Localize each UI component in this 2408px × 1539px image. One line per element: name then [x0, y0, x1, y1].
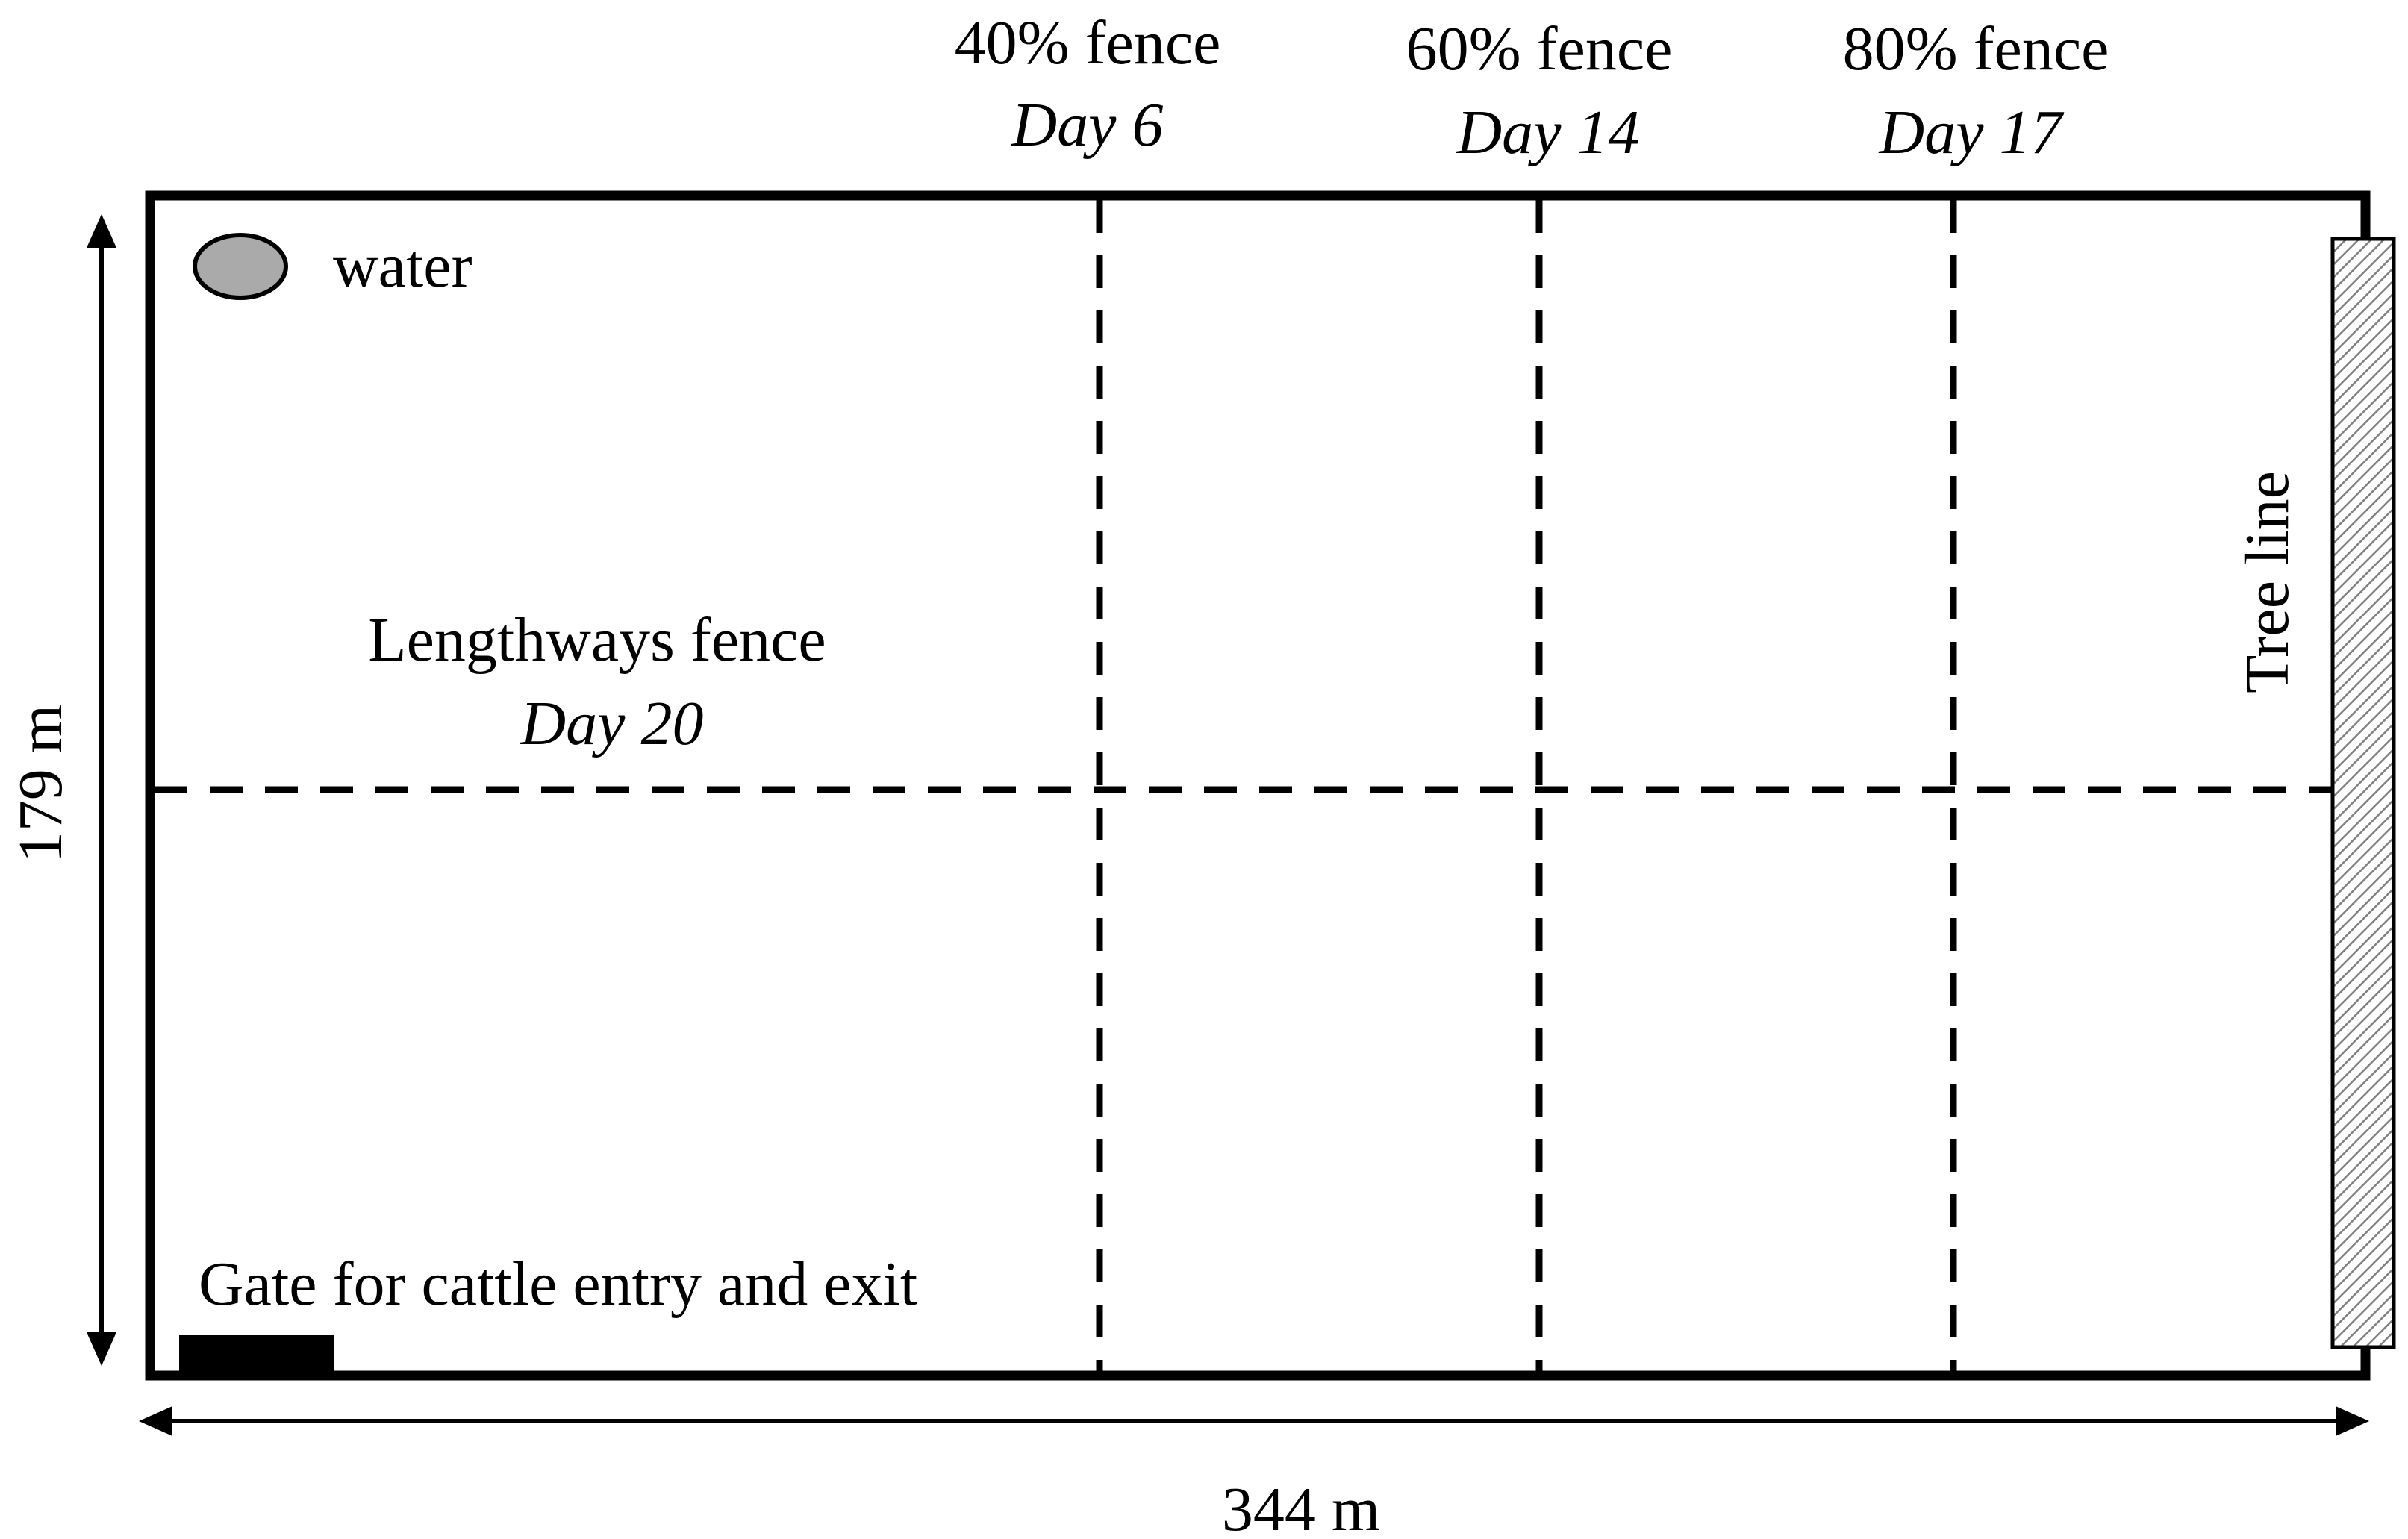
fence-60-day-label: Day 14	[1456, 98, 1640, 167]
height-label: 179 m	[6, 705, 75, 863]
width-arrow-head-right	[2336, 1406, 2369, 1436]
fence-40-label: 40% fence	[955, 8, 1221, 78]
tree-line-strip	[2330, 237, 2396, 1349]
gate-label: Gate for cattle entry and exit	[199, 1249, 917, 1319]
width-arrow-head-left	[139, 1406, 172, 1436]
water-icon	[193, 233, 288, 300]
water-label: water	[333, 231, 472, 301]
tree-line-label: Tree line	[2233, 471, 2302, 693]
height-arrow-head-bottom	[87, 1332, 116, 1366]
height-arrow-head-top	[87, 214, 116, 248]
fence-60-label: 60% fence	[1406, 14, 1673, 84]
lengthways-fence-day-label: Day 20	[520, 689, 704, 758]
fence-80-label: 80% fence	[1843, 14, 2109, 84]
fence-40-day-label: Day 6	[1011, 90, 1164, 160]
lengthways-fence-label: Lengthways fence	[368, 605, 826, 675]
width-label: 344 m	[1222, 1475, 1380, 1539]
paddock-boundary	[145, 190, 2371, 1381]
fence-80-day-label: Day 17	[1879, 98, 2065, 167]
gate-marker	[179, 1335, 334, 1373]
